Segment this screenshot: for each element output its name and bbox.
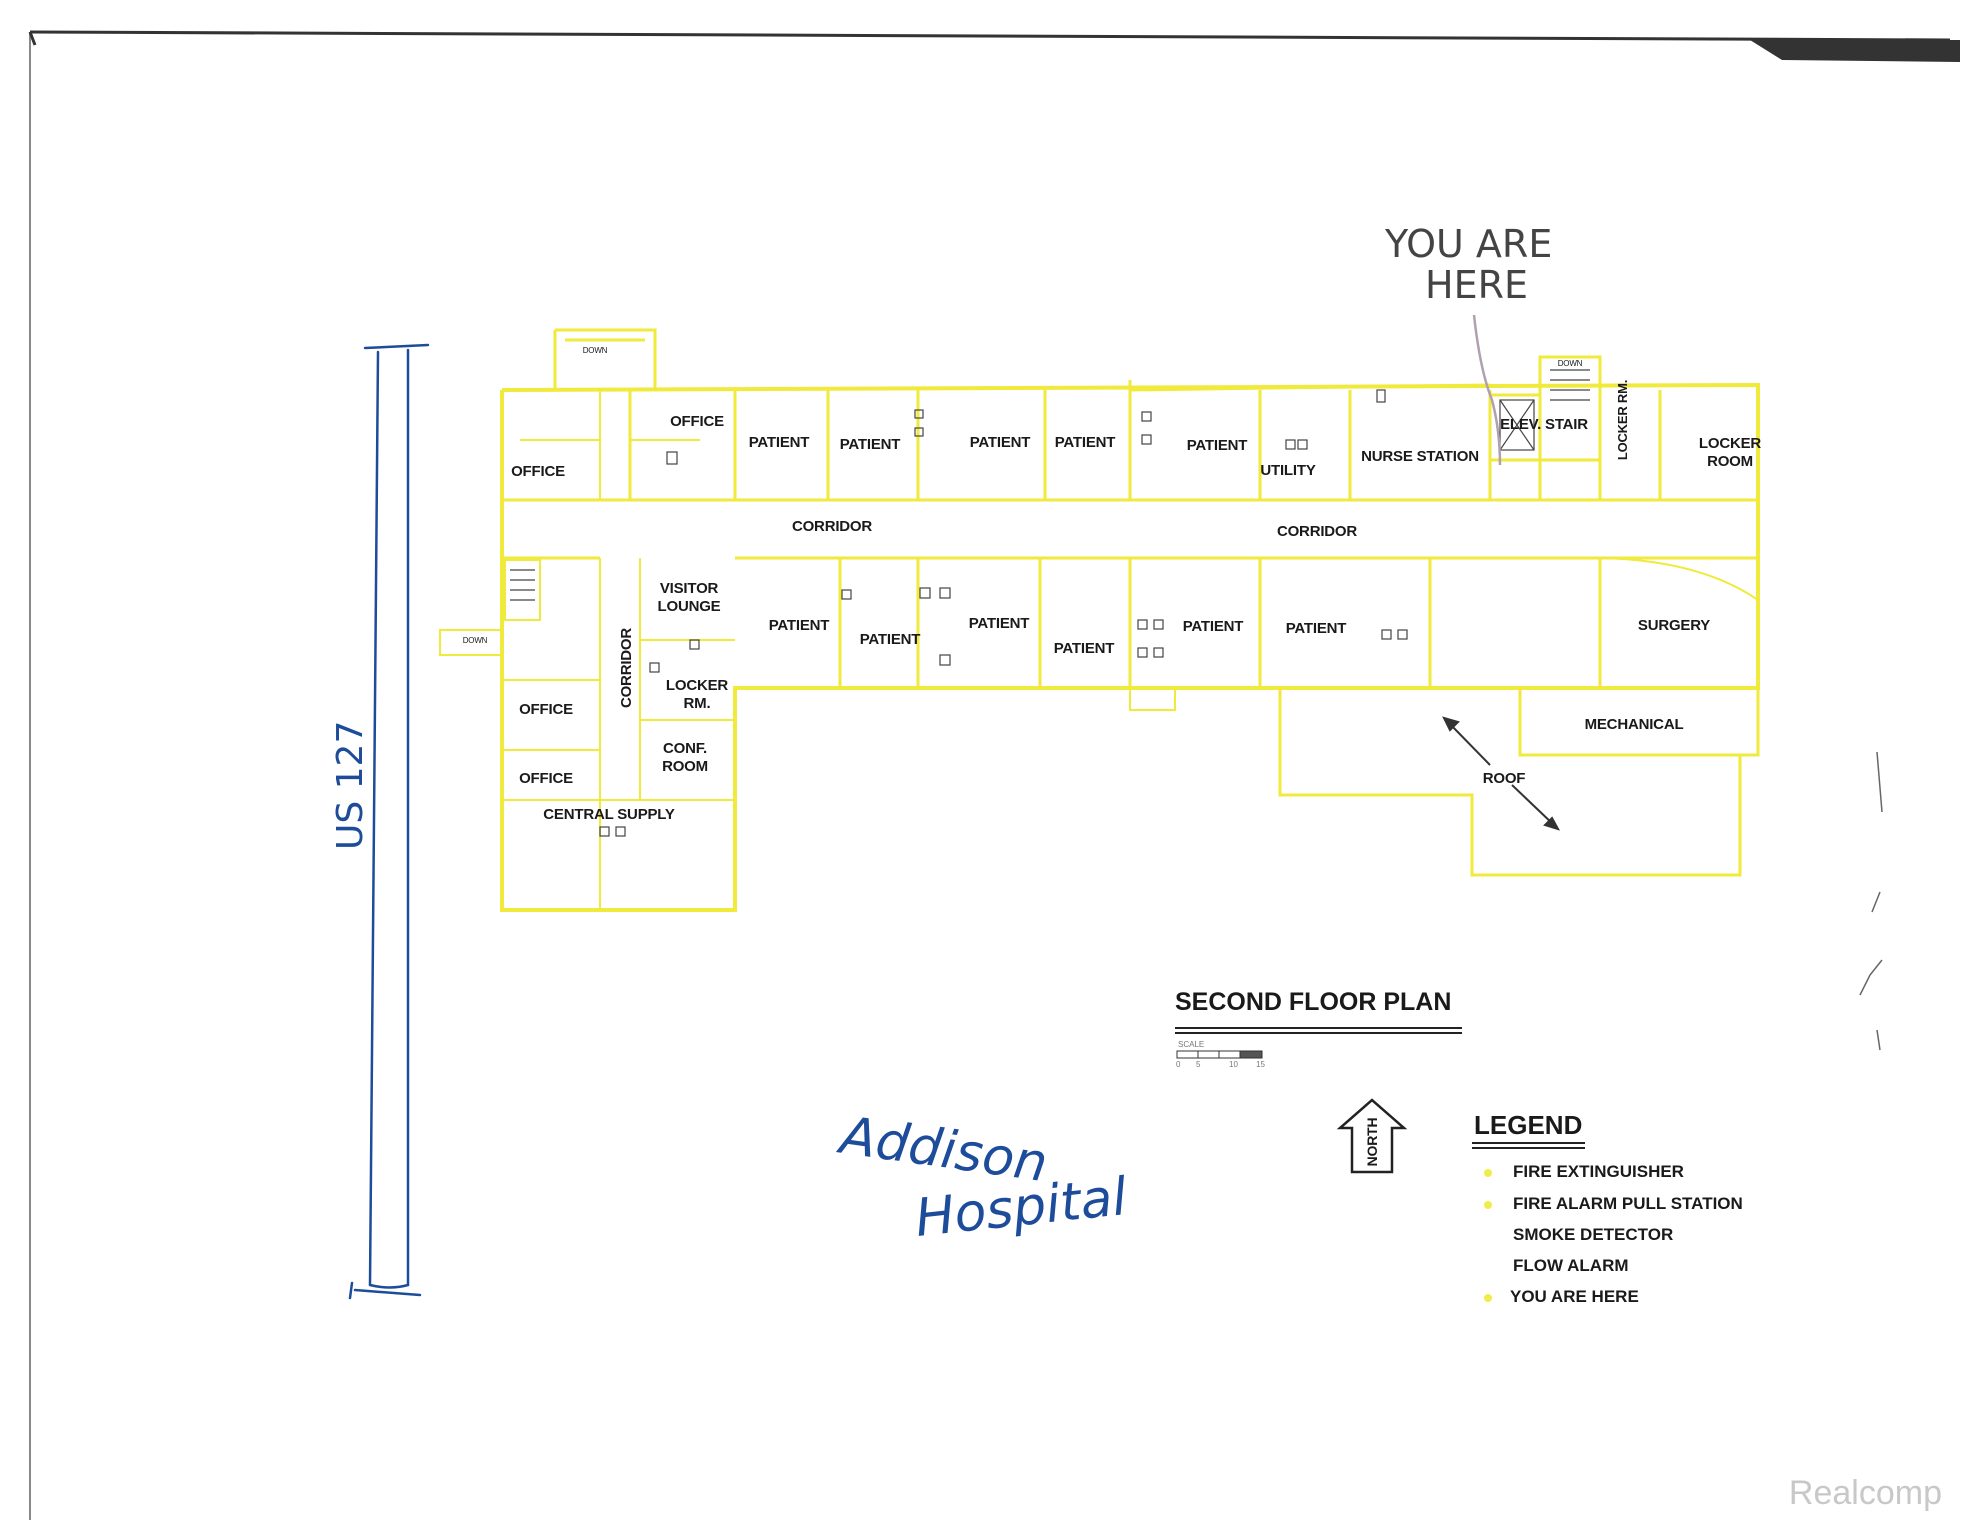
room-patient-5: PATIENT	[1186, 437, 1248, 454]
north-label: NORTH	[1364, 1117, 1380, 1167]
room-utility: UTILITY	[1260, 462, 1316, 479]
scale-tick-10: 10	[1229, 1060, 1238, 1069]
room-mechanical: MECHANICAL	[1584, 716, 1684, 733]
room-patient-9: PATIENT	[1053, 640, 1115, 657]
room-surgery: SURGERY	[1637, 617, 1711, 634]
room-patient-8: PATIENT	[968, 615, 1030, 632]
fixtures	[510, 369, 1590, 837]
legend-dot-fire-extinguisher	[1484, 1169, 1492, 1177]
scale-bar	[1176, 1050, 1263, 1059]
room-office-top: OFFICE	[670, 413, 724, 430]
room-corridor-east: CORRIDOR	[1276, 523, 1358, 540]
room-locker-rm-vert: LOCKER RM.	[1615, 379, 1630, 461]
legend-item-smoke-detector: SMOKE DETECTOR	[1513, 1225, 1674, 1244]
scale-tick-15: 15	[1256, 1060, 1265, 1069]
scale-label: SCALE	[1178, 1040, 1205, 1049]
stair-down-label-east: DOWN	[1557, 359, 1583, 368]
page-border	[28, 30, 1960, 1520]
room-patient-7: PATIENT	[859, 631, 921, 648]
room-central-supply: CENTRAL SUPPLY	[543, 806, 675, 823]
you-are-here-line1: YOU ARE	[1385, 222, 1553, 266]
legend-dot-pull-station	[1484, 1201, 1492, 1209]
room-office-nw: OFFICE	[511, 463, 565, 480]
room-corridor-west: CORRIDOR	[791, 518, 873, 535]
room-patient-4: PATIENT	[1054, 434, 1116, 451]
legend-title: LEGEND	[1474, 1110, 1583, 1140]
room-locker-room: LOCKER ROOM	[1698, 435, 1762, 470]
roof-arrows	[1442, 716, 1561, 831]
room-patient-6: PATIENT	[768, 617, 830, 634]
realcomp-watermark: Realcomp	[1788, 1474, 1942, 1512]
scale-tick-5: 5	[1196, 1060, 1201, 1069]
you-are-here-line2: HERE	[1425, 263, 1528, 307]
room-patient-10: PATIENT	[1182, 618, 1244, 635]
room-patient-2: PATIENT	[839, 436, 901, 453]
room-conf-room: CONF. ROOM	[662, 740, 708, 775]
room-office-sw2: OFFICE	[519, 770, 573, 787]
stair-down-label-top: DOWN	[582, 346, 608, 355]
room-corridor-vert: CORRIDOR	[618, 627, 635, 709]
room-patient-1: PATIENT	[748, 434, 810, 451]
north-arrow-icon	[1336, 1098, 1408, 1174]
legend-underline	[1472, 1142, 1585, 1149]
scan-marks	[1859, 751, 1883, 1051]
legend-item-pull-station: FIRE ALARM PULL STATION	[1513, 1194, 1743, 1213]
stair-down-label-west: DOWN	[462, 636, 488, 645]
room-visitor-lounge: VISITOR LOUNGE	[657, 580, 721, 615]
legend-item-flow-alarm: FLOW ALARM	[1513, 1256, 1629, 1275]
legend-item-you-are-here: YOU ARE HERE	[1510, 1287, 1639, 1306]
legend-item-fire-extinguisher: FIRE EXTINGUISHER	[1513, 1162, 1684, 1181]
scale-tick-0: 0	[1176, 1060, 1181, 1069]
building-walls	[439, 328, 1760, 912]
you-are-here-pointer	[1472, 314, 1502, 466]
room-roof: ROOF	[1482, 770, 1526, 787]
title-underline	[1175, 1027, 1462, 1034]
room-patient-3: PATIENT	[969, 434, 1031, 451]
legend-dot-you-are-here	[1484, 1294, 1492, 1302]
road-label: US 127	[330, 720, 371, 850]
room-patient-11: PATIENT	[1285, 620, 1347, 637]
room-locker-rm-2: LOCKER RM.	[665, 677, 729, 712]
plan-title: SECOND FLOOR PLAN	[1175, 988, 1452, 1016]
room-office-sw1: OFFICE	[519, 701, 573, 718]
room-nurse-station: NURSE STATION	[1361, 448, 1479, 465]
room-elev-stair: ELEV. STAIR	[1500, 416, 1588, 433]
road-us-127	[348, 343, 430, 1300]
